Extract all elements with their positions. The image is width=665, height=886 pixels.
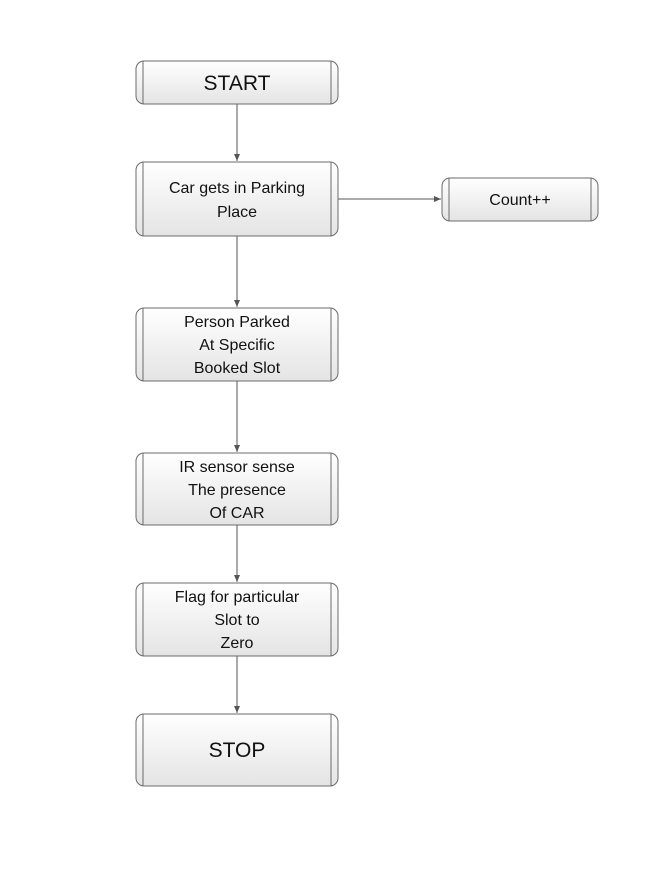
node-car-gets-in-label-line1: Car gets in Parking	[169, 180, 305, 197]
node-flag-zero-box	[135, 582, 339, 657]
node-stop-label: STOP	[209, 739, 266, 762]
node-flag-zero: Flag for particular Slot to Zero	[135, 582, 339, 657]
node-person-parked: Person Parked At Specific Booked Slot	[135, 307, 339, 382]
node-car-gets-in: Car gets in Parking Place	[135, 161, 339, 237]
node-flag-zero-label-line2: Slot to	[214, 612, 259, 629]
edges	[234, 104, 441, 713]
node-count-box	[441, 177, 599, 222]
node-stop: STOP	[135, 713, 339, 787]
node-ir-sensor-label-line1: IR sensor sense	[179, 459, 295, 476]
node-ir-sensor-box	[135, 452, 339, 526]
node-person-parked-box	[135, 307, 339, 382]
node-person-parked-label-line2: At Specific	[199, 337, 275, 354]
node-count: Count++	[441, 177, 599, 222]
node-start: START	[135, 60, 339, 105]
node-flag-zero-label-line1: Flag for particular	[175, 589, 300, 606]
node-count-label: Count++	[489, 192, 550, 209]
node-start-box	[135, 60, 339, 105]
node-car-gets-in-label-line2: Place	[217, 204, 257, 221]
node-ir-sensor: IR sensor sense The presence Of CAR	[135, 452, 339, 526]
node-ir-sensor-label-line2: The presence	[188, 482, 286, 499]
node-start-label: START	[204, 72, 271, 95]
node-person-parked-label-line1: Person Parked	[184, 314, 290, 331]
node-stop-box	[135, 713, 339, 787]
node-ir-sensor-label-line3: Of CAR	[209, 505, 264, 522]
node-car-gets-in-box	[135, 161, 339, 237]
node-person-parked-label-line3: Booked Slot	[194, 360, 281, 377]
node-flag-zero-label-line3: Zero	[221, 635, 254, 652]
